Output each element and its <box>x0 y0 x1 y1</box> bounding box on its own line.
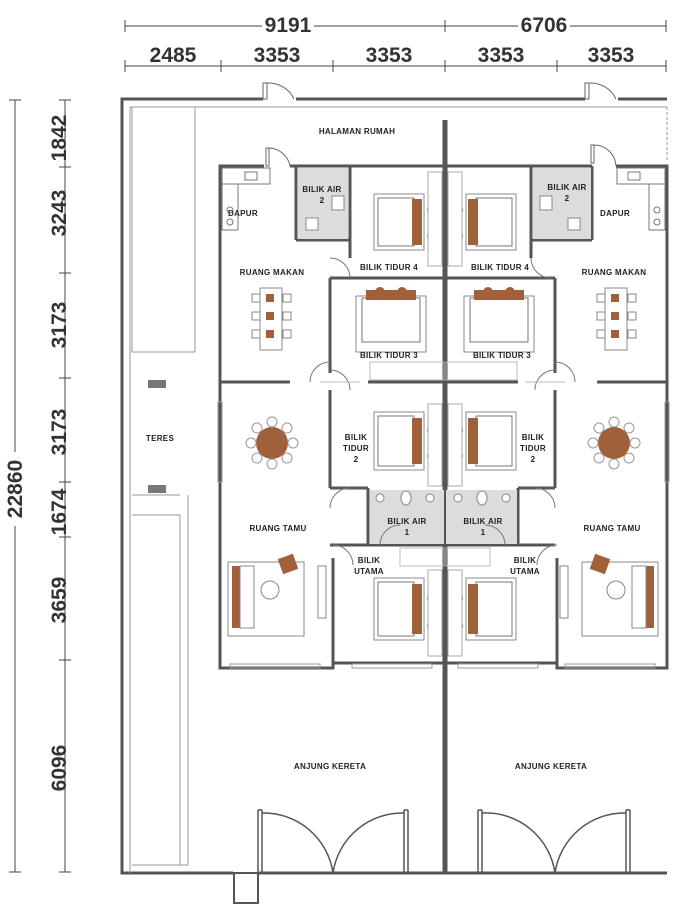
dim-left-part-4: 3173 <box>48 409 71 456</box>
dim-left-part-1: 1842 <box>48 115 71 162</box>
label-left-bilik-utama-line1: BILIK <box>358 556 380 565</box>
dim-left-part-2: 3243 <box>48 190 71 237</box>
label-left-dapur: DAPUR <box>228 209 258 218</box>
label-right-ruang-makan: RUANG MAKAN <box>582 268 647 277</box>
label-right-bilik-tidur-2-line2: TIDUR <box>520 444 546 453</box>
dim-top-part-2: 3353 <box>254 44 301 67</box>
dim-left-part-3: 3173 <box>48 302 71 349</box>
kitchen-counter-right <box>616 167 666 231</box>
teres-light-bottom <box>148 485 166 493</box>
label-left-bilik-tidur-2-line1: BILIK <box>345 433 367 442</box>
dim-top-overall-left: 9191 <box>265 14 312 37</box>
label-right-bilik-tidur-2-line1: BILIK <box>522 433 544 442</box>
label-left-bilik-air-2-line1: BILIK AIR <box>302 185 341 194</box>
dim-left-part-5: 1674 <box>48 488 71 535</box>
dim-top-part-4: 3353 <box>478 44 525 67</box>
label-left-bilik-utama-line2: UTAMA <box>354 567 384 576</box>
interior-walls <box>218 164 669 670</box>
dining-table-right <box>596 287 637 351</box>
label-left-bilik-tidur-4: BILIK TIDUR 4 <box>360 263 418 272</box>
dim-left-total: 22860 <box>4 460 27 518</box>
dim-left-part-6: 3659 <box>48 577 71 624</box>
outer-thin-lines <box>129 106 668 873</box>
drain-box <box>233 872 259 904</box>
kitchen-counter-left <box>221 167 271 231</box>
label-right-bilik-air-2-line1: BILIK AIR <box>547 183 586 192</box>
label-right-bilik-utama-line2: UTAMA <box>510 567 540 576</box>
wardrobe-strips <box>427 171 463 657</box>
teres-light-top <box>148 380 166 388</box>
label-right-bilik-tidur-4: BILIK TIDUR 4 <box>471 263 529 272</box>
top-dimensions <box>124 20 667 72</box>
label-right-bilik-air-2-line2: 2 <box>565 194 570 203</box>
label-left-bilik-air-2-line2: 2 <box>320 196 325 205</box>
label-right-bilik-utama-line1: BILIK <box>514 556 536 565</box>
label-left-bilik-air-1-line1: BILIK AIR <box>387 517 426 526</box>
round-table-left <box>245 416 299 470</box>
dim-left-part-7: 6096 <box>48 745 71 792</box>
label-halaman-rumah: HALAMAN RUMAH <box>319 127 395 136</box>
dim-top-overall-right: 6706 <box>521 14 568 37</box>
bathroom-fixtures <box>305 195 581 506</box>
label-left-bilik-tidur-2-line2: TIDUR <box>343 444 369 453</box>
label-left-bilik-air-1-line2: 1 <box>405 528 410 537</box>
dim-top-part-1: 2485 <box>150 44 197 67</box>
round-table-right <box>587 416 641 470</box>
label-left-bilik-tidur-3: BILIK TIDUR 3 <box>360 351 418 360</box>
label-left-ruang-makan: RUANG MAKAN <box>240 268 305 277</box>
porch-gates <box>257 809 631 874</box>
label-right-anjung-kereta: ANJUNG KERETA <box>515 762 587 771</box>
window-marks <box>217 401 670 669</box>
label-left-bilik-tidur-2-line3: 2 <box>354 455 359 464</box>
label-left-anjung-kereta: ANJUNG KERETA <box>294 762 366 771</box>
sofa-set-left <box>227 553 327 637</box>
sofa-set-right <box>559 553 659 637</box>
beds <box>355 193 535 641</box>
dining-table-left <box>251 287 292 351</box>
label-right-bilik-air-1-line1: BILIK AIR <box>463 517 502 526</box>
label-left-ruang-tamu: RUANG TAMU <box>249 524 306 533</box>
interior-doors <box>309 257 576 567</box>
dim-top-part-3: 3353 <box>366 44 413 67</box>
dim-top-part-5: 3353 <box>588 44 635 67</box>
label-teres: TERES <box>146 434 175 443</box>
label-right-bilik-tidur-2-line3: 2 <box>531 455 536 464</box>
top-gate-doors <box>262 82 617 167</box>
label-right-ruang-tamu: RUANG TAMU <box>583 524 640 533</box>
label-right-dapur: DAPUR <box>600 209 630 218</box>
label-right-bilik-tidur-3: BILIK TIDUR 3 <box>473 351 531 360</box>
outer-walls <box>120 97 667 875</box>
label-right-bilik-air-1-line2: 1 <box>481 528 486 537</box>
